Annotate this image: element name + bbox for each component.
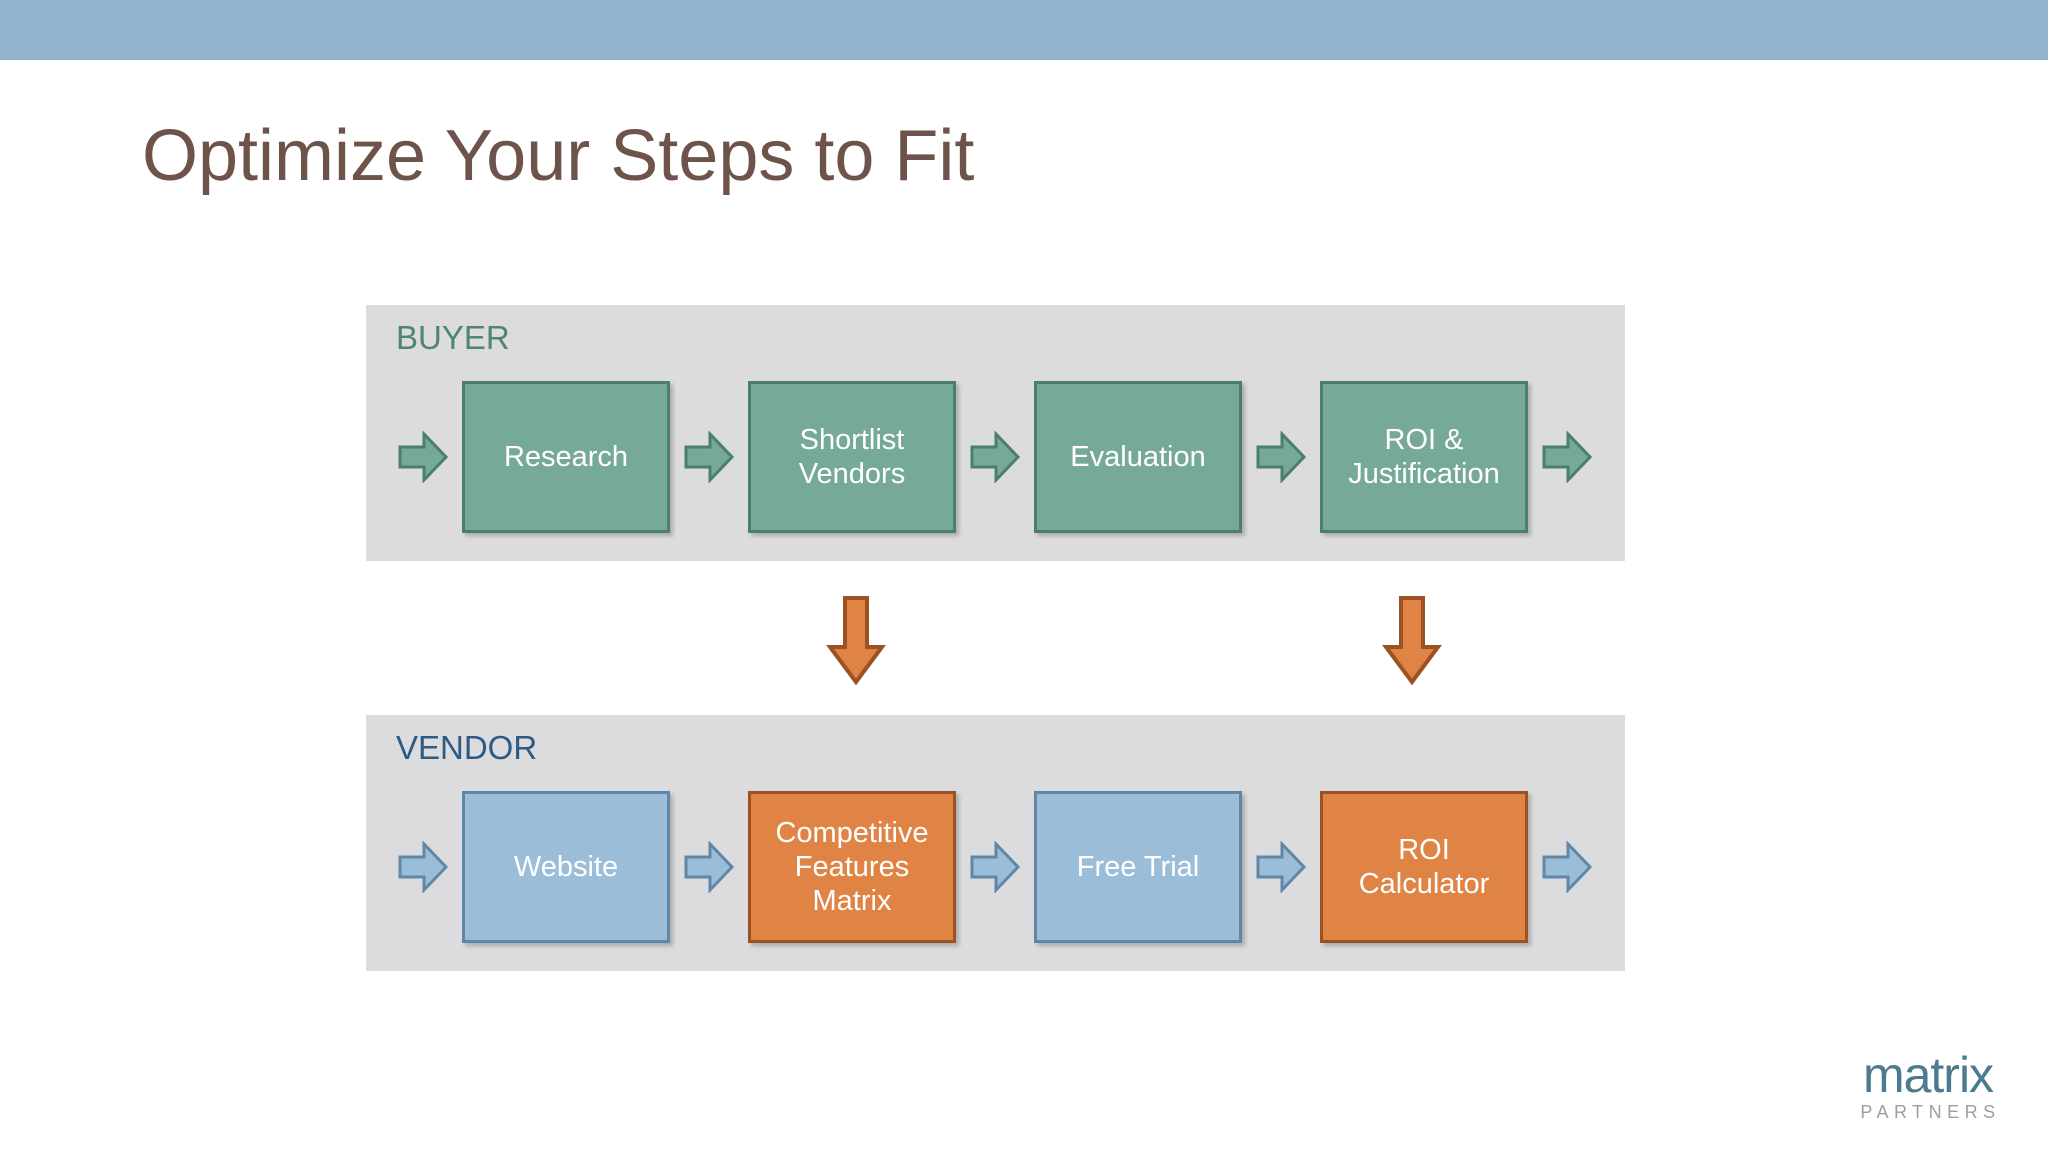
right-arrow-icon — [1542, 841, 1592, 893]
buyer-row-container: BUYER Research Shortlist Vendors Evaluat… — [366, 305, 1625, 561]
step-evaluation[interactable]: Evaluation — [1034, 381, 1242, 533]
header-accent-band — [0, 0, 2048, 60]
step-roi-justification[interactable]: ROI & Justification — [1320, 381, 1528, 533]
right-arrow-icon — [1256, 431, 1306, 483]
vendor-row-container: VENDOR Website Competitive Features Matr… — [366, 715, 1625, 971]
step-free-trial[interactable]: Free Trial — [1034, 791, 1242, 943]
buyer-step-rail: Research Shortlist Vendors Evaluation RO… — [366, 377, 1625, 537]
step-website[interactable]: Website — [462, 791, 670, 943]
right-arrow-icon — [970, 431, 1020, 483]
step-label-line: Justification — [1348, 458, 1500, 490]
logo-wordmark: matrix — [1862, 1047, 1994, 1103]
step-label-line: Vendors — [798, 458, 906, 490]
buyer-row-label: BUYER — [396, 319, 510, 356]
matrix-partners-logo: matrix PARTNERS — [1838, 1047, 2018, 1123]
step-label-line: Research — [503, 440, 629, 473]
step-research[interactable]: Research — [462, 381, 670, 533]
right-arrow-icon — [1256, 841, 1306, 893]
down-arrow-icon — [1382, 596, 1442, 685]
right-arrow-icon — [970, 841, 1020, 893]
page-title: Optimize Your Steps to Fit — [142, 116, 975, 196]
step-label-line: Website — [513, 850, 619, 883]
step-label-line: Evaluation — [1070, 440, 1206, 473]
step-label-line: Shortlist — [799, 423, 905, 456]
right-arrow-icon — [684, 431, 734, 483]
step-shortlist-vendors[interactable]: Shortlist Vendors — [748, 381, 956, 533]
step-label-line: Features — [794, 850, 910, 883]
step-label-line: Competitive — [775, 816, 929, 849]
step-label-line: Calculator — [1358, 868, 1490, 900]
step-roi-calculator[interactable]: ROI Calculator — [1320, 791, 1528, 943]
vendor-step-rail: Website Competitive Features Matrix Free… — [366, 787, 1625, 947]
down-arrow-icon — [826, 596, 886, 685]
right-arrow-icon — [684, 841, 734, 893]
logo-subtitle: PARTNERS — [1860, 1101, 2001, 1122]
step-label-line: ROI & — [1384, 423, 1464, 456]
vendor-row-label: VENDOR — [396, 729, 538, 766]
step-competitive-features-matrix[interactable]: Competitive Features Matrix — [748, 791, 956, 943]
right-arrow-icon — [1542, 431, 1592, 483]
step-label-line: Matrix — [812, 885, 892, 918]
right-arrow-icon — [398, 841, 448, 893]
step-label-line: Free Trial — [1076, 850, 1200, 883]
step-label-line: ROI — [1398, 833, 1450, 866]
right-arrow-icon — [398, 431, 448, 483]
